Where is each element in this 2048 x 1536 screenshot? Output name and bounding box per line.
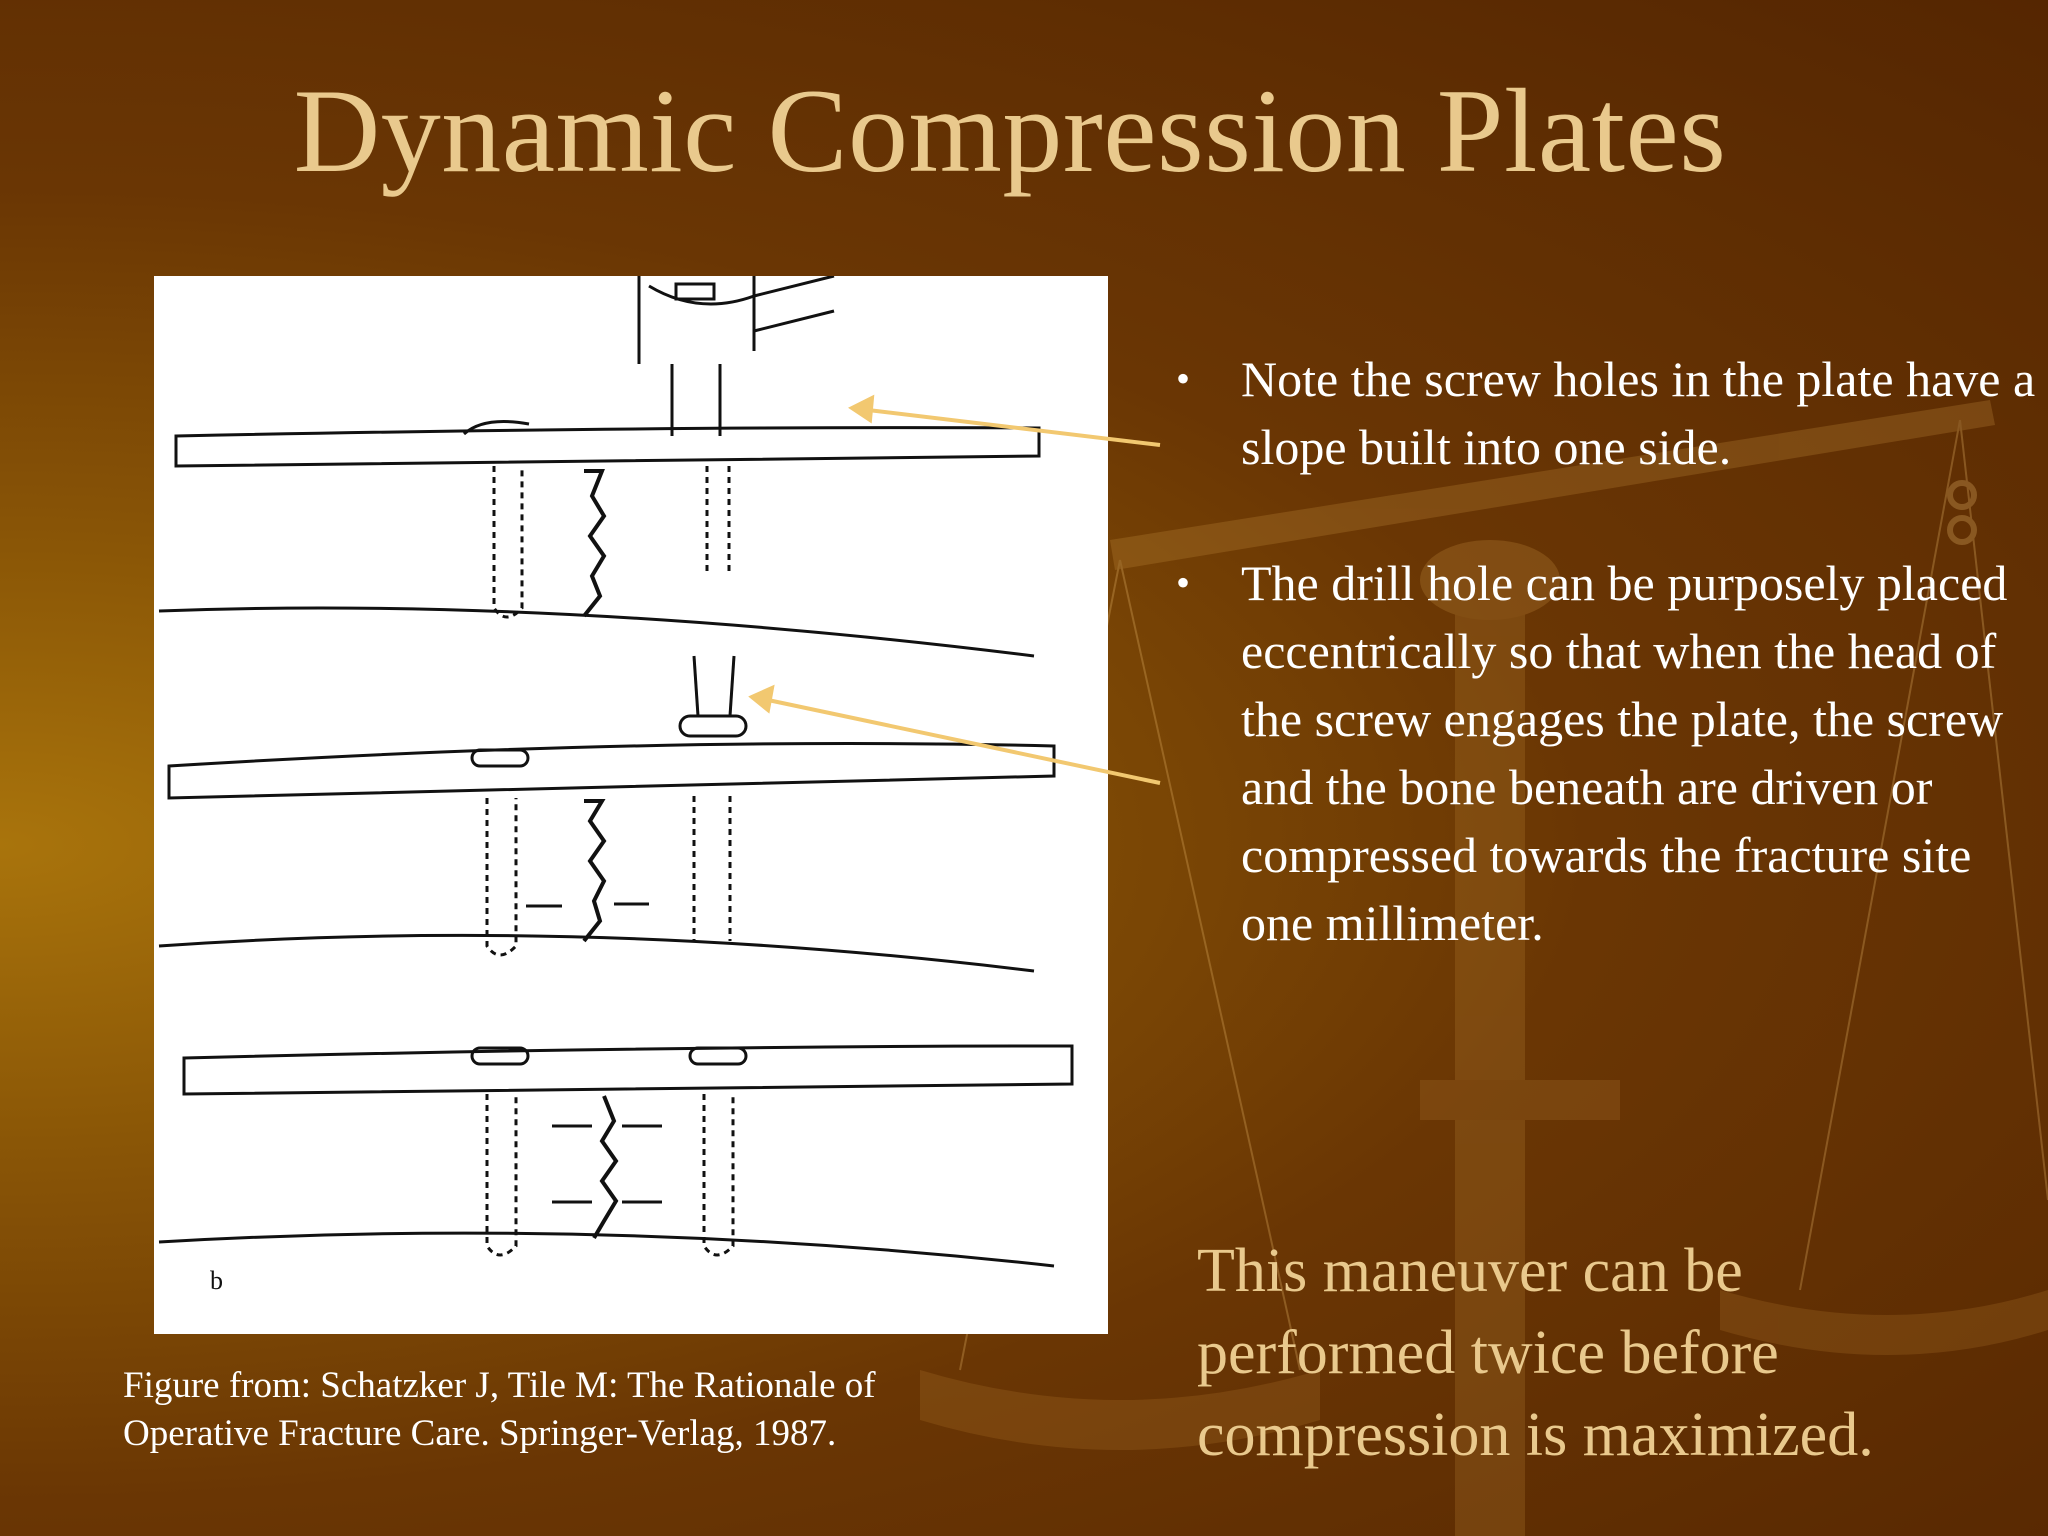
compression-plate-diagram: b [158, 276, 1074, 1295]
caption-line: Operative Fracture Care. Springer-Verlag… [123, 1413, 837, 1454]
figure-caption: Figure from: Schatzker J, Tile M: The Ra… [123, 1362, 1003, 1458]
caption-line: Figure from: Schatzker J, Tile M: The Ra… [123, 1365, 876, 1406]
bullet-dot-icon: • [1176, 356, 1191, 401]
bullet-text: Note the screw holes in the plate have a… [1241, 351, 2036, 475]
summary-note: This maneuver can be performed twice bef… [1197, 1230, 2037, 1476]
bullet-item: • Note the screw holes in the plate have… [1176, 345, 2036, 481]
slide-title: Dynamic Compression Plates [293, 64, 1727, 197]
bullet-item: • The drill hole can be purposely placed… [1176, 549, 2036, 957]
bullet-dot-icon: • [1176, 560, 1191, 605]
bullet-list: • Note the screw holes in the plate have… [1176, 345, 2036, 957]
bullet-text: The drill hole can be purposely placed e… [1241, 555, 2008, 951]
note-line: This maneuver can be [1197, 1237, 1743, 1305]
note-line: compression is maximized. [1197, 1401, 1874, 1469]
figure-panel-label: b [210, 1266, 223, 1295]
plate-diagram-figure: b [154, 276, 1108, 1334]
note-line: performed twice before [1197, 1319, 1779, 1387]
